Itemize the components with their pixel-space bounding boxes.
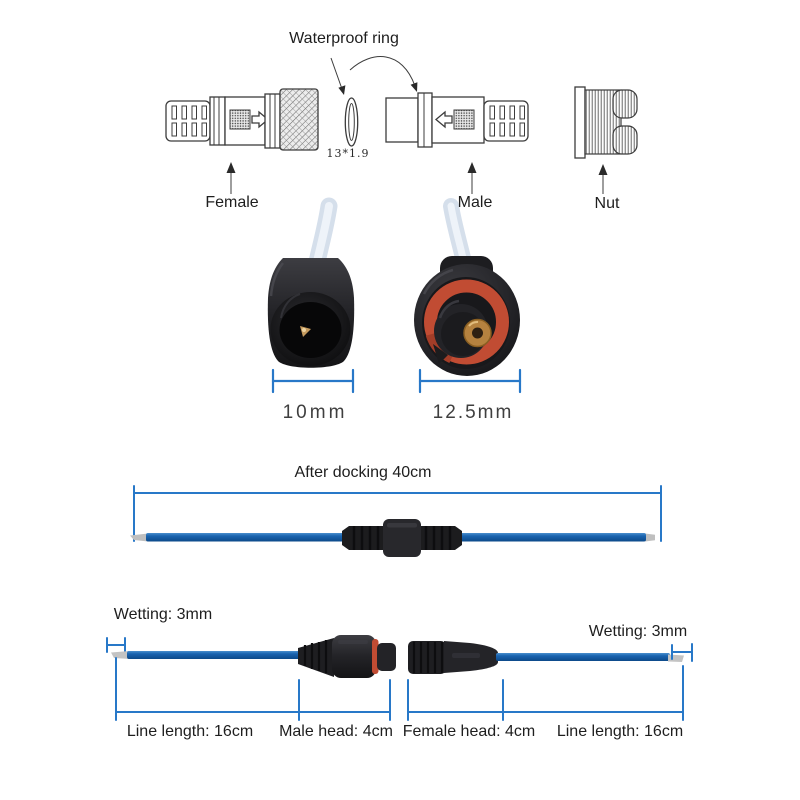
wetting-left-dimension (106, 637, 126, 653)
waterproof-ring-leader-arrows (330, 56, 418, 95)
ring-size-label: 13*1.9 (326, 147, 370, 160)
male-diameter-dimension (418, 368, 522, 394)
wetting-right-label: Wetting: 3mm (588, 623, 688, 640)
female-cable-photo (408, 641, 684, 674)
nut-drawing (574, 86, 638, 159)
female-plug-photo (267, 197, 355, 368)
part-pointer-arrows (226, 162, 608, 194)
male-connector-drawing (385, 92, 529, 148)
waterproof-ring-drawing (344, 97, 359, 147)
female-diameter-label: 10mm (282, 402, 348, 423)
female-head-label: Female head: 4cm (402, 723, 536, 740)
female-grip-ribs (171, 105, 207, 137)
after-docking-dimension (133, 485, 662, 542)
male-seal-ring (372, 639, 379, 674)
female-arrow-mark (251, 110, 270, 129)
nut-label: Nut (594, 195, 620, 212)
waterproof-ring-label: Waterproof ring (289, 30, 399, 47)
line-length-left-label: Line length: 16cm (126, 723, 254, 740)
male-arrow-mark (434, 110, 453, 129)
female-diameter-dimension (271, 368, 355, 394)
male-diameter-label: 12.5mm (432, 402, 514, 423)
male-grip-ribs (489, 105, 525, 137)
right-length-dimension (407, 665, 684, 721)
docked-cable-photo (130, 519, 655, 557)
male-cable-photo (111, 635, 396, 678)
wetting-right-dimension (671, 643, 693, 662)
wetting-left-label: Wetting: 3mm (113, 606, 213, 623)
docked-connector-pair (342, 519, 462, 557)
male-label: Male (457, 194, 493, 211)
female-connector-drawing (165, 88, 319, 151)
male-plug-photo (414, 198, 520, 376)
after-docking-label: After docking 40cm (294, 464, 432, 481)
female-label: Female (205, 194, 259, 211)
male-head-label: Male head: 4cm (279, 723, 393, 740)
left-length-dimension (115, 657, 391, 721)
line-length-right-label: Line length: 16cm (556, 723, 684, 740)
